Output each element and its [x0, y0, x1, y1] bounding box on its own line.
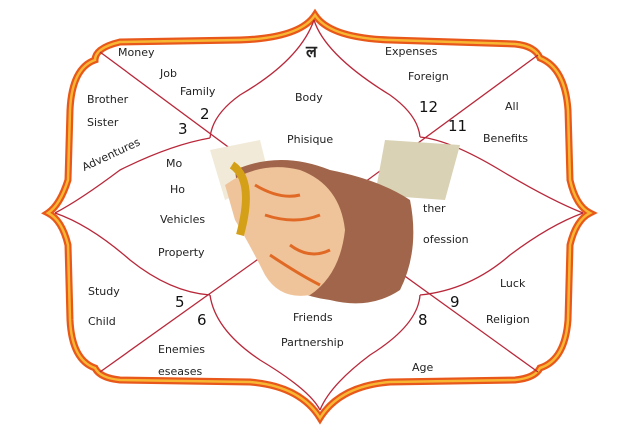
house-label: Foreign	[408, 70, 449, 83]
house-label: ofession	[423, 233, 469, 246]
house-label: ther	[423, 202, 446, 215]
house-label: Expenses	[385, 45, 438, 58]
house-number: 2	[200, 105, 210, 123]
house-label: Child	[88, 315, 116, 328]
house-label: Sister	[87, 116, 119, 129]
house-number: 8	[418, 311, 428, 329]
house-number: 9	[450, 293, 460, 311]
house-label: Luck	[500, 277, 526, 290]
house-label: Property	[158, 246, 205, 259]
house-number: 12	[419, 98, 439, 116]
house-label: Money	[118, 46, 155, 59]
lagna-symbol: ल	[306, 42, 317, 61]
outer-border-inner-stripe	[45, 12, 593, 421]
house-label: Enemies	[158, 343, 205, 356]
house-label: Phisique	[287, 133, 334, 146]
house-label: Brother	[87, 93, 129, 106]
house-label: Job	[160, 67, 177, 80]
house-number: 5	[175, 293, 185, 311]
house-label: Ho	[170, 183, 186, 196]
house-label: Religion	[486, 313, 530, 326]
house-label: Vehicles	[160, 213, 206, 226]
house-label: All	[505, 100, 519, 113]
house-number: 6	[197, 311, 207, 329]
house-label: Study	[88, 285, 120, 298]
house-label: eseases	[158, 365, 203, 378]
house-label: Friends	[293, 311, 333, 324]
house-number: 11	[448, 117, 468, 135]
house-number: 3	[178, 120, 188, 138]
house-label: Family	[180, 85, 216, 98]
house-label: Mo	[166, 157, 183, 170]
clasped-hands-image	[210, 140, 460, 304]
house-label: Body	[295, 91, 323, 104]
house-label: Age	[412, 361, 434, 374]
house-label: Partnership	[281, 336, 344, 349]
house-label: Benefits	[483, 132, 529, 145]
